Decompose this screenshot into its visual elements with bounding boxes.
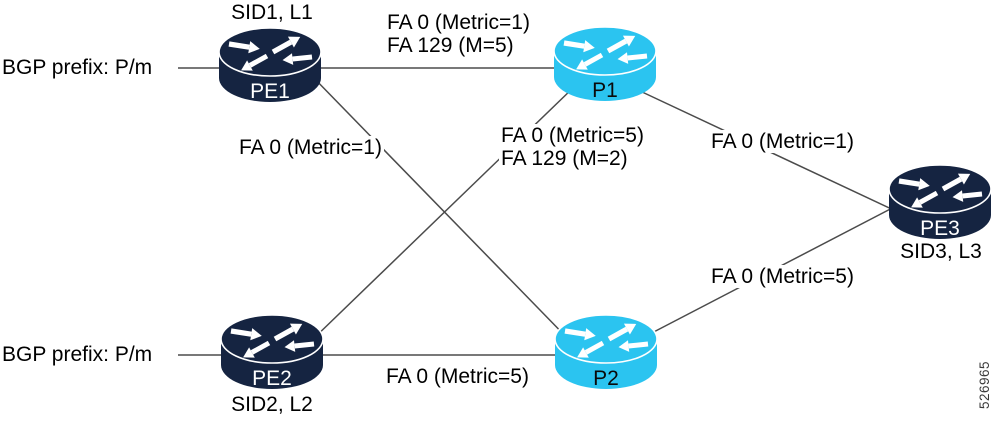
link-label-pe2-p1-line1: FA 0 (Metric=5) [501, 124, 644, 147]
bgp-prefix-label-pe1: BGP prefix: P/m [2, 56, 153, 79]
link-label-pe1-p1: FA 0 (Metric=1) FA 129 (M=5) [385, 11, 532, 57]
link-label-pe2-p2: FA 0 (Metric=5) [384, 365, 531, 388]
router-pe3-label: PE3 [920, 217, 960, 240]
router-pe2: PE2 [219, 314, 325, 390]
router-p1-label: P1 [592, 79, 618, 102]
caption-sid2: SID2, L2 [231, 393, 313, 416]
link-label-pe2-p1-line2: FA 129 (M=2) [501, 147, 628, 170]
line-pe1-p2 [309, 73, 576, 347]
router-pe1-label: PE1 [250, 80, 290, 103]
bgp-prefix-label-pe2: BGP prefix: P/m [2, 343, 153, 366]
link-label-pe1-p1-line1: FA 0 (Metric=1) [387, 11, 530, 34]
link-label-p1-pe3: FA 0 (Metric=1) [709, 130, 856, 153]
link-label-p2-pe3: FA 0 (Metric=5) [709, 265, 856, 288]
caption-sid3: SID3, L3 [900, 240, 982, 263]
router-p1: P1 [552, 26, 658, 102]
link-label-pe2-p1: FA 0 (Metric=5) FA 129 (M=2) [499, 124, 646, 170]
figure-number: 526965 [977, 360, 992, 410]
router-p2-label: P2 [593, 367, 619, 390]
caption-sid1: SID1, L1 [231, 1, 313, 24]
router-p2: P2 [553, 314, 659, 390]
router-pe2-label: PE2 [252, 367, 292, 390]
router-pe3: PE3 [887, 164, 993, 240]
link-label-pe1-p1-line2: FA 129 (M=5) [387, 34, 514, 57]
link-label-pe1-p2: FA 0 (Metric=1) [237, 136, 384, 159]
router-pe1: PE1 [217, 27, 323, 103]
